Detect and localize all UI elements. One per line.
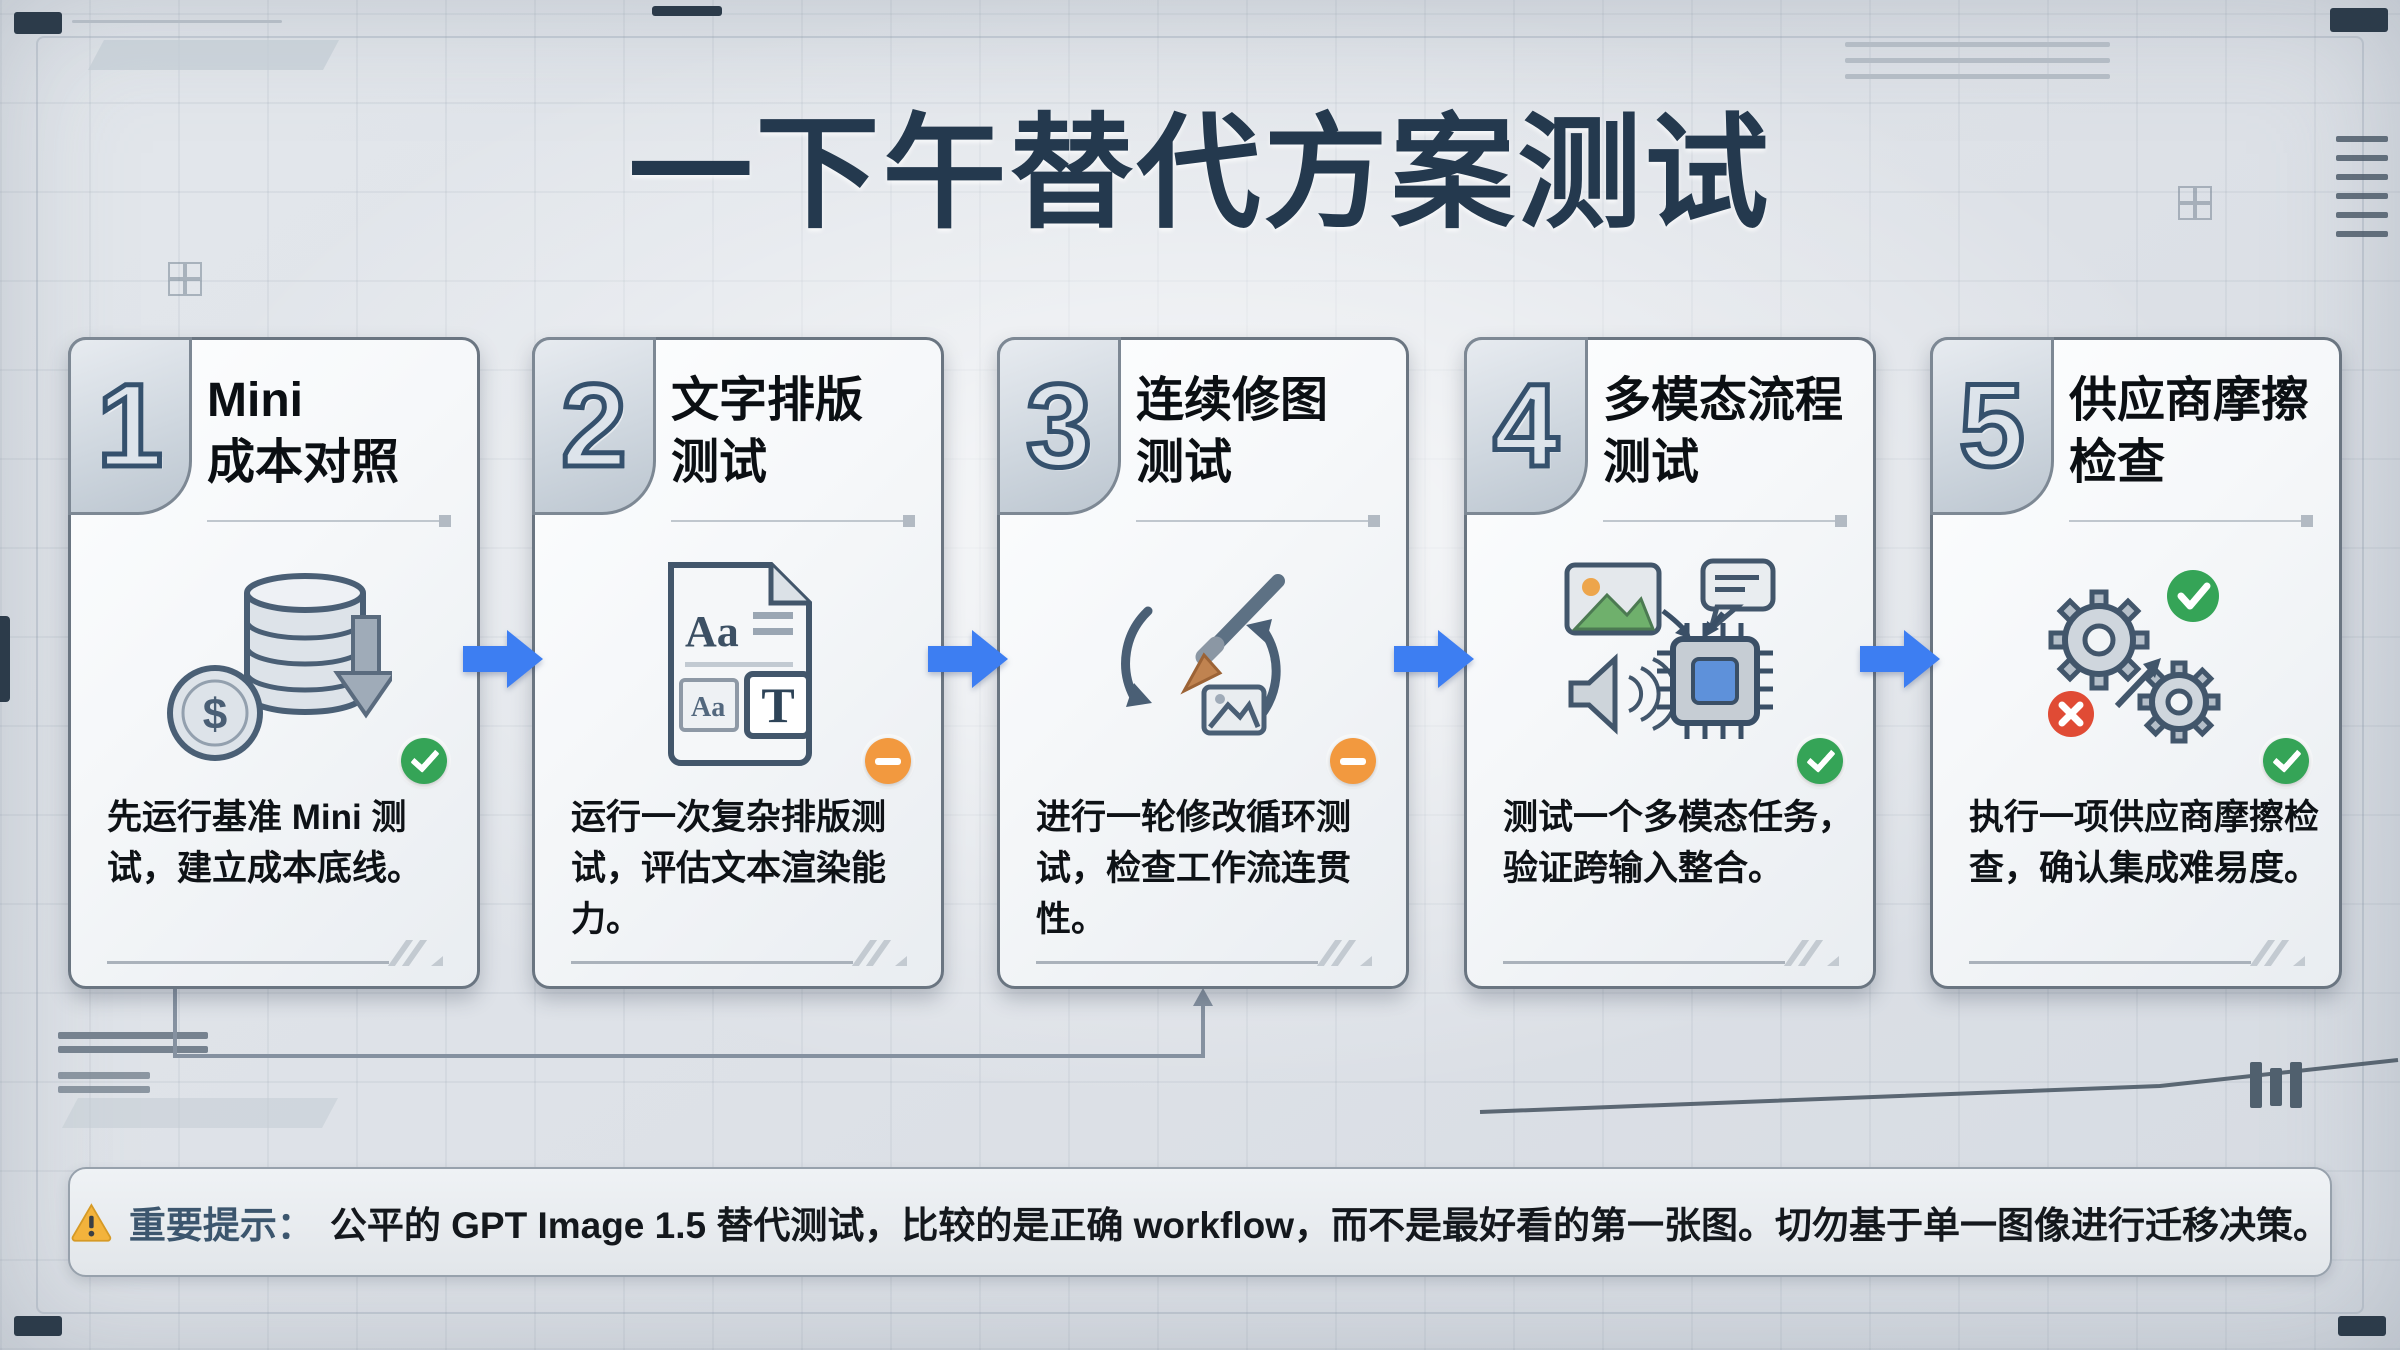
svg-text:T: T <box>761 677 794 733</box>
step-card-5: 5 供应商摩擦 检查 <box>1930 337 2342 989</box>
bottom-left-corner-chip <box>14 1316 62 1336</box>
top-left-line <box>72 20 282 23</box>
edit-cycle-icon <box>1120 573 1285 735</box>
step-number: 1 <box>95 360 166 492</box>
bottom-left-slant-bar <box>62 1098 338 1128</box>
gears-friction-icon <box>2048 570 2221 744</box>
status-badge-partial <box>865 738 911 784</box>
step-title: 多模态流程 测试 <box>1603 374 1844 489</box>
loop-connector-line <box>173 984 1213 1058</box>
step-title: 供应商摩擦 检查 <box>2069 374 2310 489</box>
step-description: 先运行基准 Mini 测试，建立成本底线。 <box>107 798 423 889</box>
card-footer-divider <box>571 961 853 964</box>
top-right-line-2 <box>1845 58 2110 63</box>
corner-hatch-mark <box>2249 940 2305 966</box>
step-description: 测试一个多模态任务，验证跨输入整合。 <box>1503 798 1854 889</box>
step-card-2: 2 文字排版 测试 Aa Aa T 运行一次复杂排版测试，评估文本渲染能力。 <box>532 337 944 989</box>
step-number: 3 <box>1024 360 1095 492</box>
bottom-right-bars <box>2250 1062 2320 1112</box>
typography-doc-icon: Aa Aa T <box>667 561 812 766</box>
step-title: Mini 成本对照 <box>207 374 400 489</box>
title-divider <box>1136 515 1380 527</box>
title-divider <box>1603 515 1847 527</box>
card-footer-divider <box>1036 961 1318 964</box>
svg-text:$: $ <box>202 690 226 739</box>
step-number: 5 <box>1957 360 2028 492</box>
title-divider <box>671 515 915 527</box>
status-badge-partial <box>1330 738 1376 784</box>
svg-text:Aa: Aa <box>691 692 725 723</box>
step-number-badge: 2 <box>532 337 656 515</box>
status-badge-check <box>2263 738 2309 784</box>
step-number-badge: 1 <box>68 337 192 515</box>
bottom-left-hash-4 <box>58 1086 150 1093</box>
bottom-left-hash-2 <box>58 1046 208 1053</box>
bottom-right-angle-line <box>1479 1058 2399 1114</box>
step-card-1: 1 Mini 成本对照 $ 先运行基准 Mini 测试，建立成本底线。 <box>68 337 480 989</box>
status-badge-check <box>1797 738 1843 784</box>
card-footer-divider <box>1503 961 1785 964</box>
flow-arrow-4 <box>1860 630 1940 688</box>
coins-cost-icon: $ <box>166 572 392 761</box>
title-divider <box>2069 515 2313 527</box>
step-number: 4 <box>1491 360 1562 492</box>
right-edge-hash-marks <box>2336 136 2388 256</box>
status-badge-check <box>401 738 447 784</box>
important-note-bar: 重要提示： 公平的 GPT Image 1.5 替代测试，比较的是正确 work… <box>68 1167 2332 1277</box>
note-label: 重要提示： <box>128 1205 314 1246</box>
warning-icon <box>71 1203 112 1242</box>
step-number-badge: 4 <box>1464 337 1588 515</box>
corner-hatch-mark <box>387 940 443 966</box>
top-right-corner-chip <box>2330 8 2388 32</box>
card-footer-divider <box>1969 961 2251 964</box>
top-center-dash <box>652 6 722 16</box>
bottom-right-corner-chip <box>2338 1316 2386 1336</box>
corner-hatch-mark <box>851 940 907 966</box>
svg-text:Aa: Aa <box>685 607 739 656</box>
step-title: 连续修图 测试 <box>1136 374 1329 489</box>
multimodal-icon <box>1564 558 1776 739</box>
bottom-left-hash-3 <box>58 1072 150 1079</box>
page-title: 一下午替代方案测试 <box>628 105 1772 243</box>
bottom-left-hash-1 <box>58 1032 208 1039</box>
title-divider <box>207 515 451 527</box>
step-number-badge: 5 <box>1930 337 2054 515</box>
top-left-corner-chip <box>14 12 62 34</box>
corner-hatch-mark <box>1783 940 1839 966</box>
step-number: 2 <box>559 360 630 492</box>
flow-arrow-2 <box>928 630 1008 688</box>
step-number-badge: 3 <box>997 337 1121 515</box>
step-card-4: 4 多模态流程 测试 <box>1464 337 1876 989</box>
step-description: 执行一项供应商摩擦检查，确认集成难易度。 <box>1969 798 2320 889</box>
corner-hatch-mark <box>1316 940 1372 966</box>
step-card-3: 3 连续修图 测试 进行一轮修改循环测试，检查工作流连贯性。 <box>997 337 1409 989</box>
flow-arrow-1 <box>463 630 543 688</box>
grid-square-mark <box>168 262 202 296</box>
grid-square-mark-2 <box>2178 186 2212 220</box>
top-left-slant-bar <box>88 40 339 70</box>
top-right-line-1 <box>1845 42 2110 47</box>
step-title: 文字排版 测试 <box>671 374 864 489</box>
left-edge-bar <box>0 616 10 702</box>
card-footer-divider <box>107 961 389 964</box>
flow-arrow-3 <box>1394 630 1474 688</box>
top-right-line-3 <box>1845 74 2110 79</box>
note-text: 公平的 GPT Image 1.5 替代测试，比较的是正确 workflow，而… <box>329 1205 2330 1246</box>
step-description: 运行一次复杂排版测试，评估文本渲染能力。 <box>571 798 887 940</box>
step-description: 进行一轮修改循环测试，检查工作流连贯性。 <box>1036 798 1352 940</box>
